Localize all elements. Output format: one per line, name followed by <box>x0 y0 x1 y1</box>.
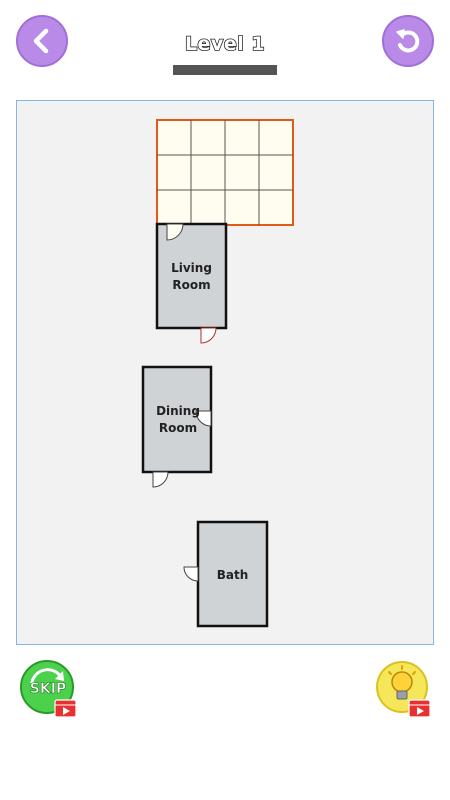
room-living-room[interactable]: Living Room <box>155 222 228 344</box>
target-grid <box>156 119 294 226</box>
bath-label: Bath <box>217 568 249 582</box>
living-room-walls <box>155 222 228 330</box>
living-room-label-line-2: Room <box>172 278 210 292</box>
floor-plan-board: Living Room Dining Room Bath <box>16 100 434 645</box>
hint-button[interactable] <box>376 660 432 718</box>
chevron-left-icon <box>33 28 49 54</box>
living-room-label-line-1: Living <box>171 261 212 275</box>
door-icon <box>183 566 199 582</box>
room-dining-room[interactable]: Dining Room <box>141 365 213 488</box>
back-button[interactable] <box>16 15 68 67</box>
skip-arrow <box>30 668 63 684</box>
level-title: Level 1 <box>184 32 266 56</box>
skip-arrow-head <box>55 671 64 681</box>
bulb-glass <box>391 671 413 693</box>
level-progress-bar <box>173 65 277 75</box>
skip-video-icon: SKIP <box>20 660 77 718</box>
bulb-base <box>396 690 408 700</box>
undo-icon <box>396 29 420 53</box>
dining-room-label-line-2: Room <box>159 421 197 435</box>
lightbulb-hint-icon <box>376 661 431 718</box>
door-icon <box>195 410 212 427</box>
door-icon <box>152 471 169 488</box>
door-icon <box>166 223 184 241</box>
bath-walls <box>196 520 269 628</box>
door-icon <box>200 327 217 344</box>
video-ad-icon <box>408 699 431 718</box>
undo-button[interactable] <box>382 15 434 67</box>
skip-label: SKIP <box>30 681 66 697</box>
skip-button[interactable]: SKIP <box>20 660 78 718</box>
floor-plan-canvas: Living Room Dining Room Bath <box>141 119 294 628</box>
dining-room-label-line-1: Dining <box>156 404 200 418</box>
video-ad-icon <box>54 699 77 718</box>
room-bath[interactable]: Bath <box>183 520 269 628</box>
